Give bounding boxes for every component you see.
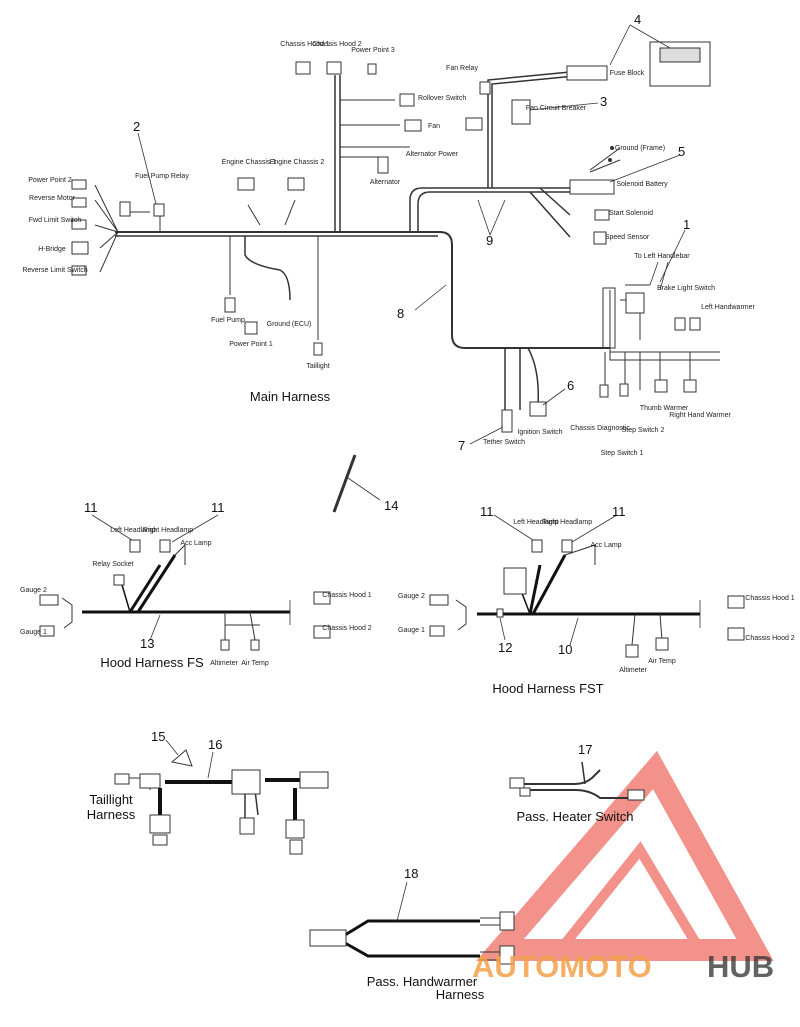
main-harness-group [71,24,720,445]
label-chassis-hood2: Chassis Hood 2 [312,41,362,48]
label-acc-lamp-fs: Acc Lamp [180,540,211,547]
callout-11-fs-right: 11 [211,500,225,515]
label-chassis-hood1-fs: Chassis Hood 1 [322,592,372,599]
label-right-headlamp-fst: Right Headlamp [542,519,592,526]
callout-17: 17 [578,742,592,757]
callout-15: 15 [151,729,165,744]
label-gauge1-fs: Gauge 1 [20,629,47,636]
label-rollover-switch: Rollover Switch [418,95,466,102]
title-taillight-harness-line1: Taillight [89,792,133,807]
label-fuse-block: Fuse Block [610,70,645,77]
pass-heater-switch-group: 17 Pass. Heater Switch [509,742,645,824]
callout-14: 14 [384,498,398,513]
hood-harness-fs-group: Gauge 2 Gauge 1 Left Headlamp Right Head… [20,500,372,670]
callout-8: 8 [397,306,404,321]
label-fuel-pump: Fuel Pump [211,317,245,324]
title-taillight-harness-line2: Harness [87,807,136,822]
callout-2: 2 [133,119,140,134]
callout-11-fst-right: 11 [612,504,626,519]
title-pass-handwarmer-line2: Harness [436,987,485,1002]
callout-12: 12 [498,640,512,655]
label-altimeter-fst: Altimeter [619,667,647,674]
label-step-switch1: Step Switch 1 [601,450,644,457]
title-pass-handwarmer-line1: Pass. Handwarmer [367,974,478,989]
label-right-headlamp-fs: Right Headlamp [143,527,193,534]
label-fan: Fan [428,123,440,130]
label-reverse-motor: Reverse Motor [29,195,76,202]
label-chassis-hood1: Chassis Hood 1 [280,41,330,48]
label-speed-sensor: Speed Sensor [605,234,650,241]
title-main-harness: Main Harness [250,389,331,404]
label-relay-socket-fs: Relay Socket [92,561,133,568]
label-engine-chassis2: Engine Chassis 2 [270,159,325,166]
label-air-temp-fs: Air Temp [241,660,269,667]
label-reverse-limit-switch: Reverse Limit Switch [22,267,87,274]
callout-13: 13 [140,636,154,651]
label-to-left-handlebar: To Left Handlebar [634,253,690,260]
pass-handwarmer-harness-group: 18 Pass. Handwarmer Harness [309,866,515,1002]
label-taillight: Taillight [306,363,329,370]
label-air-temp-fst: Air Temp [648,658,676,665]
label-ground-ecu: Ground (ECU) [267,321,312,328]
label-chassis-hood2-fs: Chassis Hood 2 [322,625,372,632]
watermark-hub: HUB [707,949,774,984]
label-left-handwarmer: Left Handwarmer [701,304,755,311]
label-chassis-hood2-fst: Chassis Hood 2 [745,635,795,642]
label-ignition-switch: Ignition Switch [517,429,562,436]
label-right-hand-warmer: Right Hand Warmer [669,412,731,419]
watermark-automoto: AUTOMOTO [472,949,652,984]
label-step-switch2: Step Switch 2 [622,427,665,434]
taillight-harness-group: 15 16 Taillight Harness [87,729,329,855]
label-solenoid-battery: Solenoid Battery [616,181,668,188]
label-gauge1-fst: Gauge 1 [398,627,425,634]
title-hood-harness-fs: Hood Harness FS [100,655,204,670]
callout-6: 6 [567,378,574,393]
label-altimeter-fs: Altimeter [210,660,238,667]
label-fwd-limit-switch: Fwd Limit Switch [29,217,82,224]
callout-16: 16 [208,737,222,752]
label-start-solenoid: Start Solenoid [609,210,653,217]
title-pass-heater-switch: Pass. Heater Switch [516,809,633,824]
label-alternator: Alternator [370,179,401,186]
label-tether-switch: Tether Switch [483,439,525,446]
label-gauge2-fs: Gauge 2 [20,587,47,594]
callout-7: 7 [458,438,465,453]
label-power-point1: Power Point 1 [229,341,273,348]
callout-1: 1 [683,217,690,232]
label-power-point3: Power Point 3 [351,47,395,54]
label-h-bridge: H-Bridge [38,246,66,253]
callout-4: 4 [634,12,641,27]
callout-5: 5 [678,144,685,159]
label-alternator-power: Alternator Power [406,151,459,158]
callout-3: 3 [600,94,607,109]
callout-11-fs-left: 11 [84,500,98,515]
part-14-strip: 14 [332,454,398,513]
label-fan-relay: Fan Relay [446,65,478,72]
label-chassis-diagnostic: Chassis Diagnostic [570,425,630,432]
watermark-text: AUTOMOTO HUB [472,949,774,984]
label-fan-breaker: Fan Circuit Breaker [526,105,587,112]
label-acc-lamp-fst: Acc Lamp [590,542,621,549]
label-left-headlamp-fs: Left Headlamp [110,527,156,534]
callout-9: 9 [486,233,493,248]
watermark-logo [476,750,774,961]
label-gauge2-fst: Gauge 2 [398,593,425,600]
title-hood-harness-fst: Hood Harness FST [492,681,603,696]
label-power-point2: Power Point 2 [28,177,72,184]
label-engine-chassis1: Engine Chassis 1 [222,159,277,166]
callouts-main: 4 3 5 1 2 8 9 6 7 [133,12,690,453]
callout-18: 18 [404,866,418,881]
label-chassis-hood1-fst: Chassis Hood 1 [745,595,795,602]
label-ground-frame: Ground (Frame) [615,145,665,152]
label-fuel-pump-relay: Fuel Pump Relay [135,173,189,180]
callout-11-fst-left: 11 [480,504,494,519]
callout-10: 10 [558,642,572,657]
hood-harness-fst-group: Gauge 2 Gauge 1 Left Headlamp Right Head… [398,504,795,696]
label-thumb-warmer: Thumb Warmer [640,405,689,412]
label-brake-light-switch: Brake Light Switch [657,285,715,292]
main-harness-labels: Chassis Hood 1 Chassis Hood 2 Power Poin… [22,41,755,457]
label-left-headlamp-fst: Left Headlamp [513,519,559,526]
